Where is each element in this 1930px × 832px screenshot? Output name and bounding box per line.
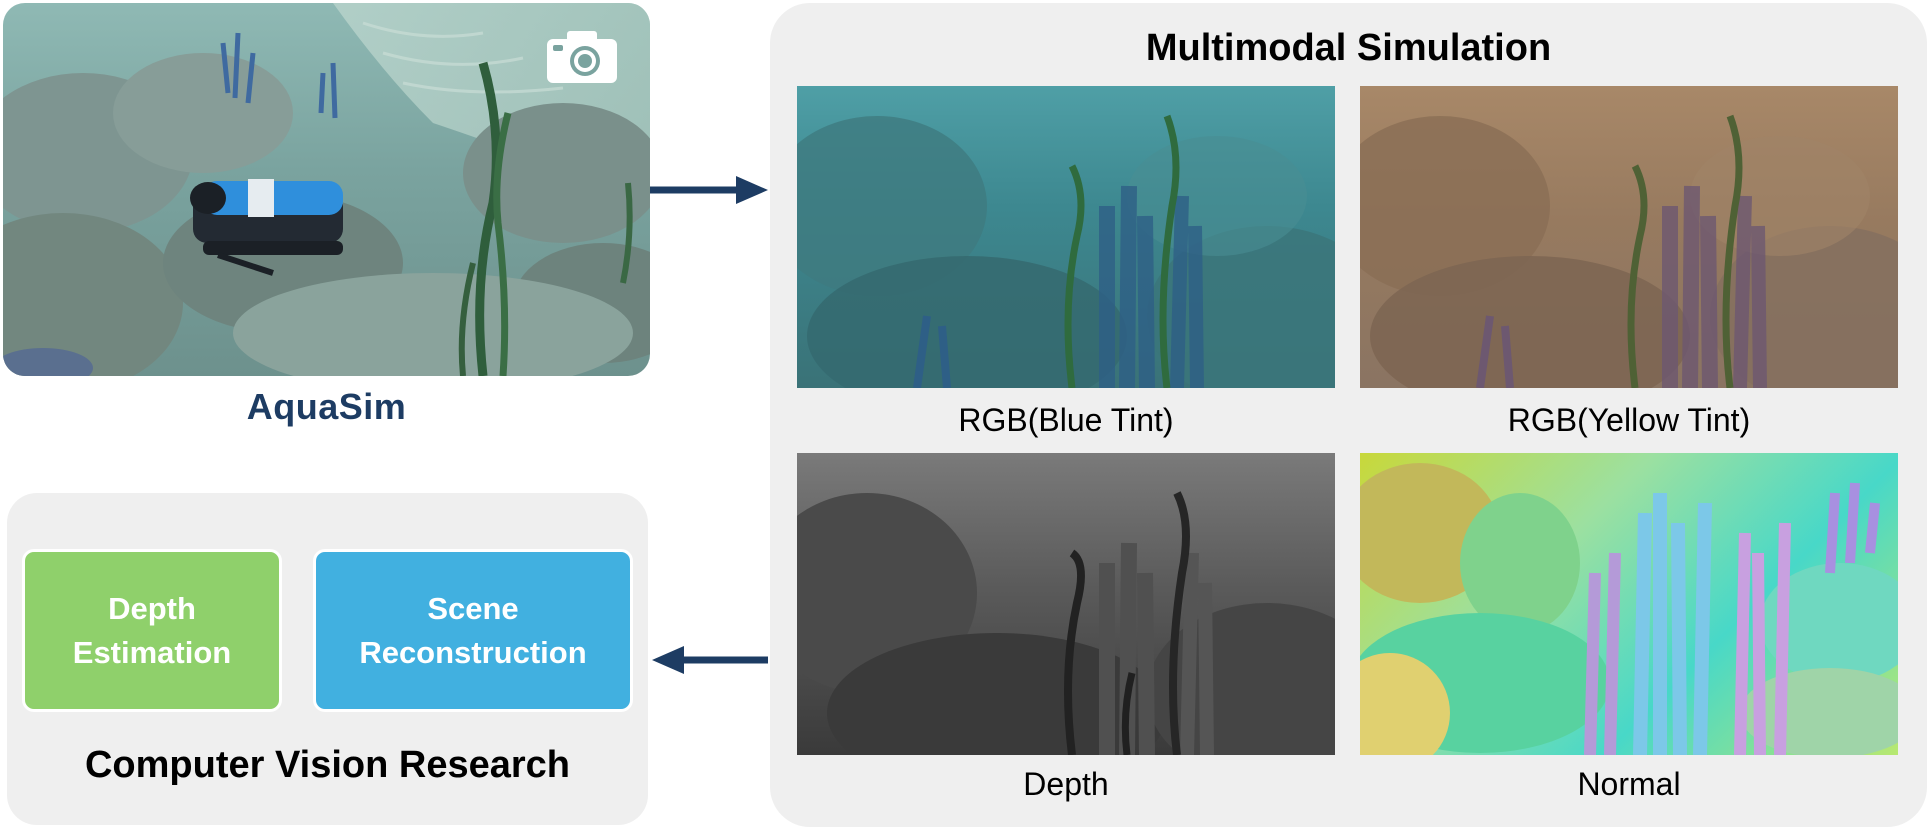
scene-reconstruction-box: Scene Reconstruction — [313, 549, 633, 712]
depth-label: Depth — [1023, 766, 1109, 802]
camera-icon — [545, 27, 619, 85]
aquasim-scene-image — [3, 3, 650, 376]
rgb-blue-tint-label: RGB(Blue Tint) — [958, 402, 1174, 438]
depth-estimation-box: Depth Estimation — [22, 549, 282, 712]
rgb-blue-tint-image — [797, 86, 1335, 388]
aquasim-title: AquaSim — [246, 386, 407, 427]
rov-robot — [190, 179, 343, 276]
multimodal-simulation-title: Multimodal Simulation — [1145, 27, 1552, 69]
arrow-left-to-research — [650, 642, 770, 678]
normal-map-image — [1360, 453, 1898, 755]
arrow-right-to-simulation — [648, 172, 770, 208]
depth-image — [797, 453, 1335, 755]
normal-label: Normal — [1577, 766, 1681, 802]
rgb-yellow-tint-image — [1360, 86, 1898, 388]
computer-vision-research-title: Computer Vision Research — [84, 744, 570, 786]
rgb-yellow-tint-label: RGB(Yellow Tint) — [1507, 402, 1751, 438]
